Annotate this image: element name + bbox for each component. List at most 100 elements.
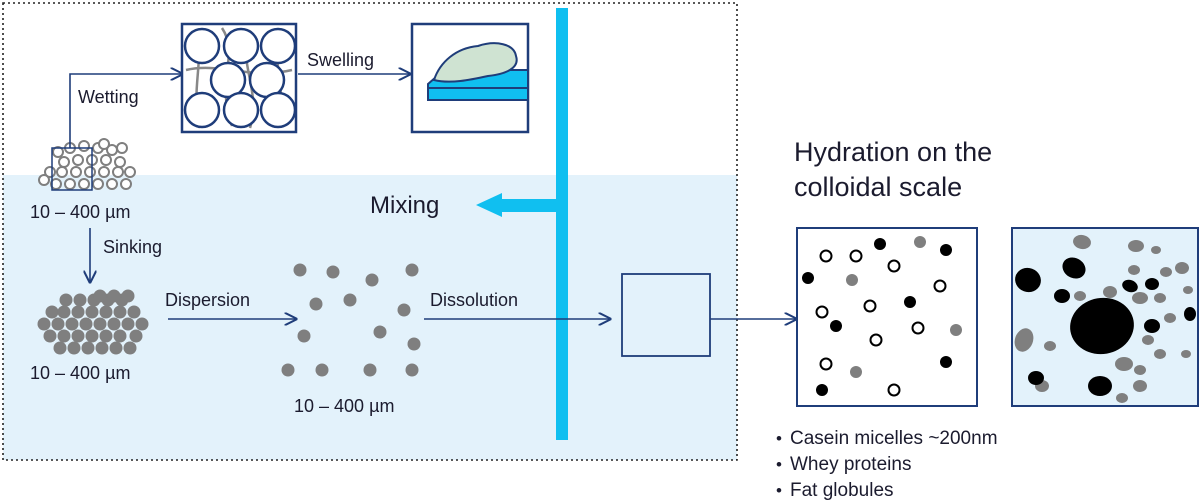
casein-micelle [816, 384, 828, 396]
powder-particle [112, 166, 124, 178]
sunk-size-label: 10 – 400 µm [30, 363, 130, 383]
colloid-box-aggregated [1011, 227, 1199, 407]
sunk-particle [71, 305, 85, 319]
sunk-particle [135, 317, 149, 331]
sunk-particle [45, 305, 59, 319]
whey-protein [849, 249, 863, 263]
sunk-particle [129, 329, 143, 343]
sunk-particles [37, 289, 149, 355]
aggregate-black [1088, 376, 1112, 396]
dissolved-box [621, 273, 711, 357]
fat-globule [950, 324, 962, 336]
zoom-box [51, 147, 93, 191]
swelling-label: Swelling [307, 50, 374, 70]
aggregate-gray [1181, 350, 1191, 358]
sunk-particle [79, 317, 93, 331]
aggregate-gray [1160, 267, 1172, 277]
powder-size-label: 10 – 400 µm [30, 202, 130, 222]
aggregate-gray [1134, 365, 1146, 375]
dispersed-particle [297, 329, 311, 343]
aggregate-gray [1128, 265, 1140, 275]
aggregate-gray [1116, 393, 1128, 403]
sunk-particle [121, 317, 135, 331]
colloid-box-dissolved [796, 227, 978, 407]
bullet-fat: Fat globules [790, 480, 894, 501]
powder-particle [106, 178, 118, 190]
sunk-particle [71, 329, 85, 343]
sunk-particle [113, 305, 127, 319]
powder-particle [98, 166, 110, 178]
aggregate-black [1062, 257, 1086, 279]
casein-micelle [830, 320, 842, 332]
wetting-arrow [69, 74, 182, 148]
powder-particle [78, 140, 90, 152]
sunk-particle [65, 317, 79, 331]
bullet-casein: Casein micelles ~200nm [790, 428, 998, 449]
swelled-particle [410, 22, 530, 134]
aggregate-black [1054, 289, 1070, 303]
dispersed-particle [397, 303, 411, 317]
whey-protein [815, 305, 829, 319]
aggregate-gray [1175, 262, 1189, 274]
process-frame [2, 2, 738, 461]
aggregate-gray [1132, 292, 1148, 304]
dispersed-particles [281, 263, 421, 377]
sunk-particle [113, 329, 127, 343]
granule-particle [222, 27, 260, 65]
powder-particle [78, 178, 90, 190]
aggregate-black [1122, 279, 1138, 293]
mixing-label: Mixing [370, 192, 439, 219]
granule-particle [259, 91, 297, 129]
wetted-granule [180, 22, 298, 134]
aggregate-black [1070, 297, 1134, 355]
dispersed-particle [315, 363, 329, 377]
whey-protein [869, 333, 883, 347]
powder-particle [100, 154, 112, 166]
aggregate-black [1015, 267, 1041, 293]
fat-globule [914, 236, 926, 248]
sunk-particle [109, 341, 123, 355]
sinking-label: Sinking [103, 237, 162, 257]
whey-protein [887, 383, 901, 397]
mixing-arrow [476, 193, 560, 217]
powder-particle [84, 166, 96, 178]
powder-particle [52, 146, 64, 158]
aggregate-gray [1128, 240, 1144, 252]
sunk-particle [43, 329, 57, 343]
aggregate-gray [1154, 349, 1166, 359]
aggregate-gray [1044, 341, 1056, 351]
powder-particle [70, 166, 82, 178]
sunk-particle [99, 329, 113, 343]
sunk-particle [37, 317, 51, 331]
dispersed-particle [326, 265, 340, 279]
sunk-particle [67, 341, 81, 355]
powder-particle [120, 178, 132, 190]
dispersed-particle [281, 363, 295, 377]
dispersed-particle [363, 363, 377, 377]
dispersed-particle [405, 263, 419, 277]
casein-micelle [802, 272, 814, 284]
powder-particle [72, 154, 84, 166]
sunk-particle [85, 329, 99, 343]
bullet-marker: • [776, 429, 782, 448]
powder-particle [58, 156, 70, 168]
powder-particle [38, 174, 50, 186]
sunk-particle [51, 317, 65, 331]
powder-particle [92, 178, 104, 190]
sunk-particle [123, 341, 137, 355]
aggregate-gray [1142, 335, 1154, 345]
aggregate-gray [1103, 286, 1117, 298]
colloidal-title-line1: Hydration on the [794, 137, 992, 167]
dispersed-particle [405, 363, 419, 377]
mixer-bar [556, 8, 568, 440]
sunk-particle [57, 329, 71, 343]
wetting-label: Wetting [78, 87, 139, 107]
casein-micelle [940, 244, 952, 256]
fat-globule [850, 366, 862, 378]
granule-particle [183, 27, 221, 65]
granule-particle [209, 61, 247, 99]
powder-particle [64, 178, 76, 190]
whey-protein [933, 279, 947, 293]
aggregate-gray [1115, 357, 1133, 371]
sunk-particle [57, 305, 71, 319]
